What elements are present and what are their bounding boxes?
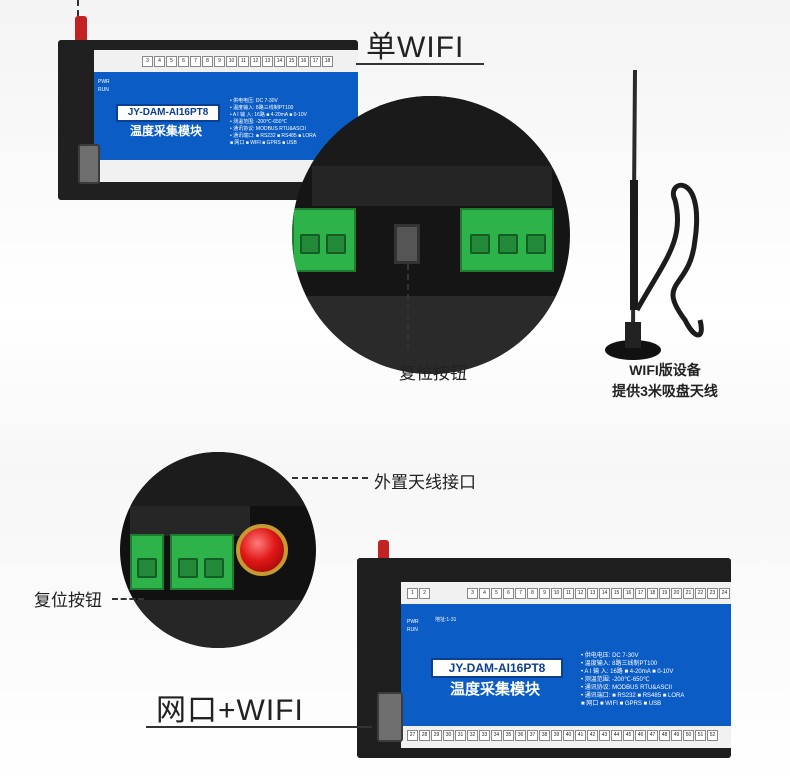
device-top-specs: • 供电电压: DC 7-30V• 温度输入: 8路三线制PT100• A I …: [230, 98, 317, 146]
db9-port-top: [78, 144, 100, 184]
zoom-bottom-base: [120, 600, 316, 648]
title-underline-bottom: [146, 726, 372, 728]
device-bottom-name: 温度采集模块: [449, 681, 540, 698]
zoom-circle-bottom: [120, 452, 316, 648]
device-bottom-addr: 地址:1-31: [435, 617, 457, 623]
zoom-top-base: [292, 296, 570, 374]
reset-label-top: 复位按钮: [399, 364, 467, 383]
reset-button-top[interactable]: [394, 224, 420, 264]
ext-antenna-label: 外置天线接口: [374, 473, 476, 492]
reset-label-bottom: 复位按钮: [34, 591, 102, 610]
db9-port-bottom: [377, 692, 403, 742]
title-underline-top: [356, 63, 484, 65]
title-single-wifi: 单WIFI: [366, 31, 465, 64]
suction-antenna-image: [605, 69, 704, 360]
antenna-caption: WIFI版设备 提供3米吸盘天线: [612, 362, 718, 399]
title-lan-wifi: 网口+WIFI: [156, 694, 304, 727]
zoom-top-vents: [292, 96, 570, 166]
device-bottom-specs: • 供电电压: DC 7-30V• 温度输入: 8路三线制PT100• A I …: [581, 653, 685, 707]
zoom-bottom-slots: [130, 506, 250, 536]
antenna-stub-top: [75, 16, 87, 42]
zoom-circle-top: [292, 96, 570, 374]
terminal-block-bottom-right: [170, 534, 234, 590]
terminal-block-right: [460, 208, 554, 272]
reset-dash-top: [407, 264, 409, 350]
device-top-name: 温度采集模块: [129, 124, 202, 138]
ext-antenna-dash: [292, 477, 368, 479]
antenna-stub-bottom: [378, 540, 389, 562]
terminal-block-bottom-left: [130, 534, 164, 590]
antenna-dash-top: [77, 0, 79, 16]
device-bottom-model: JY-DAM-AI16PT8: [431, 658, 563, 678]
zoom-bottom-top: [120, 452, 316, 506]
external-antenna-port: [236, 524, 288, 576]
terminal-block-left: [292, 208, 356, 272]
reset-dash-bottom: [112, 598, 144, 600]
device-top-model: JY-DAM-AI16PT8: [116, 104, 220, 122]
zoom-top-vent-slots: [312, 166, 552, 206]
